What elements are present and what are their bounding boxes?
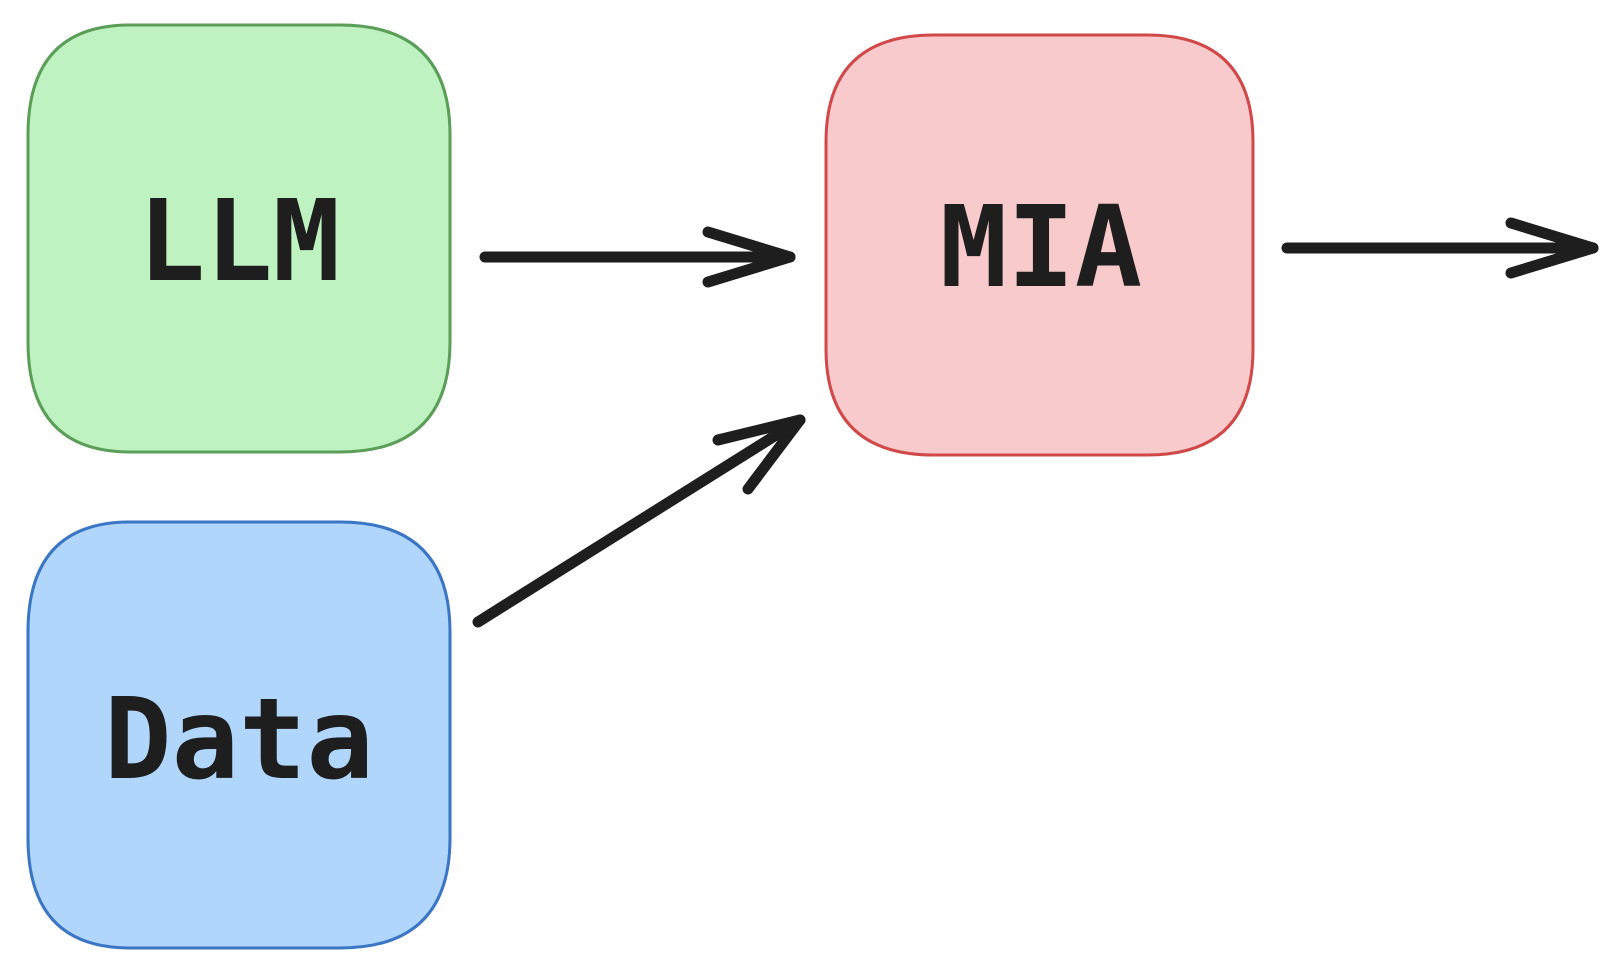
node-llm-label: LLM: [138, 177, 340, 307]
edge-data-to-mia: [472, 414, 806, 628]
node-mia-box: [824, 33, 1255, 457]
node-llm-box: [26, 23, 452, 454]
node-mia[interactable]: MIA: [824, 33, 1255, 457]
edge-data-to-mia-line: [472, 414, 806, 628]
node-mia-label: MIA: [940, 183, 1142, 313]
node-data-label: Data: [104, 675, 374, 805]
edge-data-to-mia-arrowhead: [712, 414, 806, 495]
node-data-box: [26, 520, 452, 950]
edge-llm-to-mia-arrowhead: [702, 226, 796, 288]
edge-mia-output: [1281, 217, 1599, 279]
edge-llm-to-mia: [479, 226, 796, 288]
node-data[interactable]: Data: [26, 520, 452, 950]
node-llm[interactable]: LLM: [26, 23, 452, 454]
edge-mia-output-arrowhead: [1505, 217, 1599, 279]
